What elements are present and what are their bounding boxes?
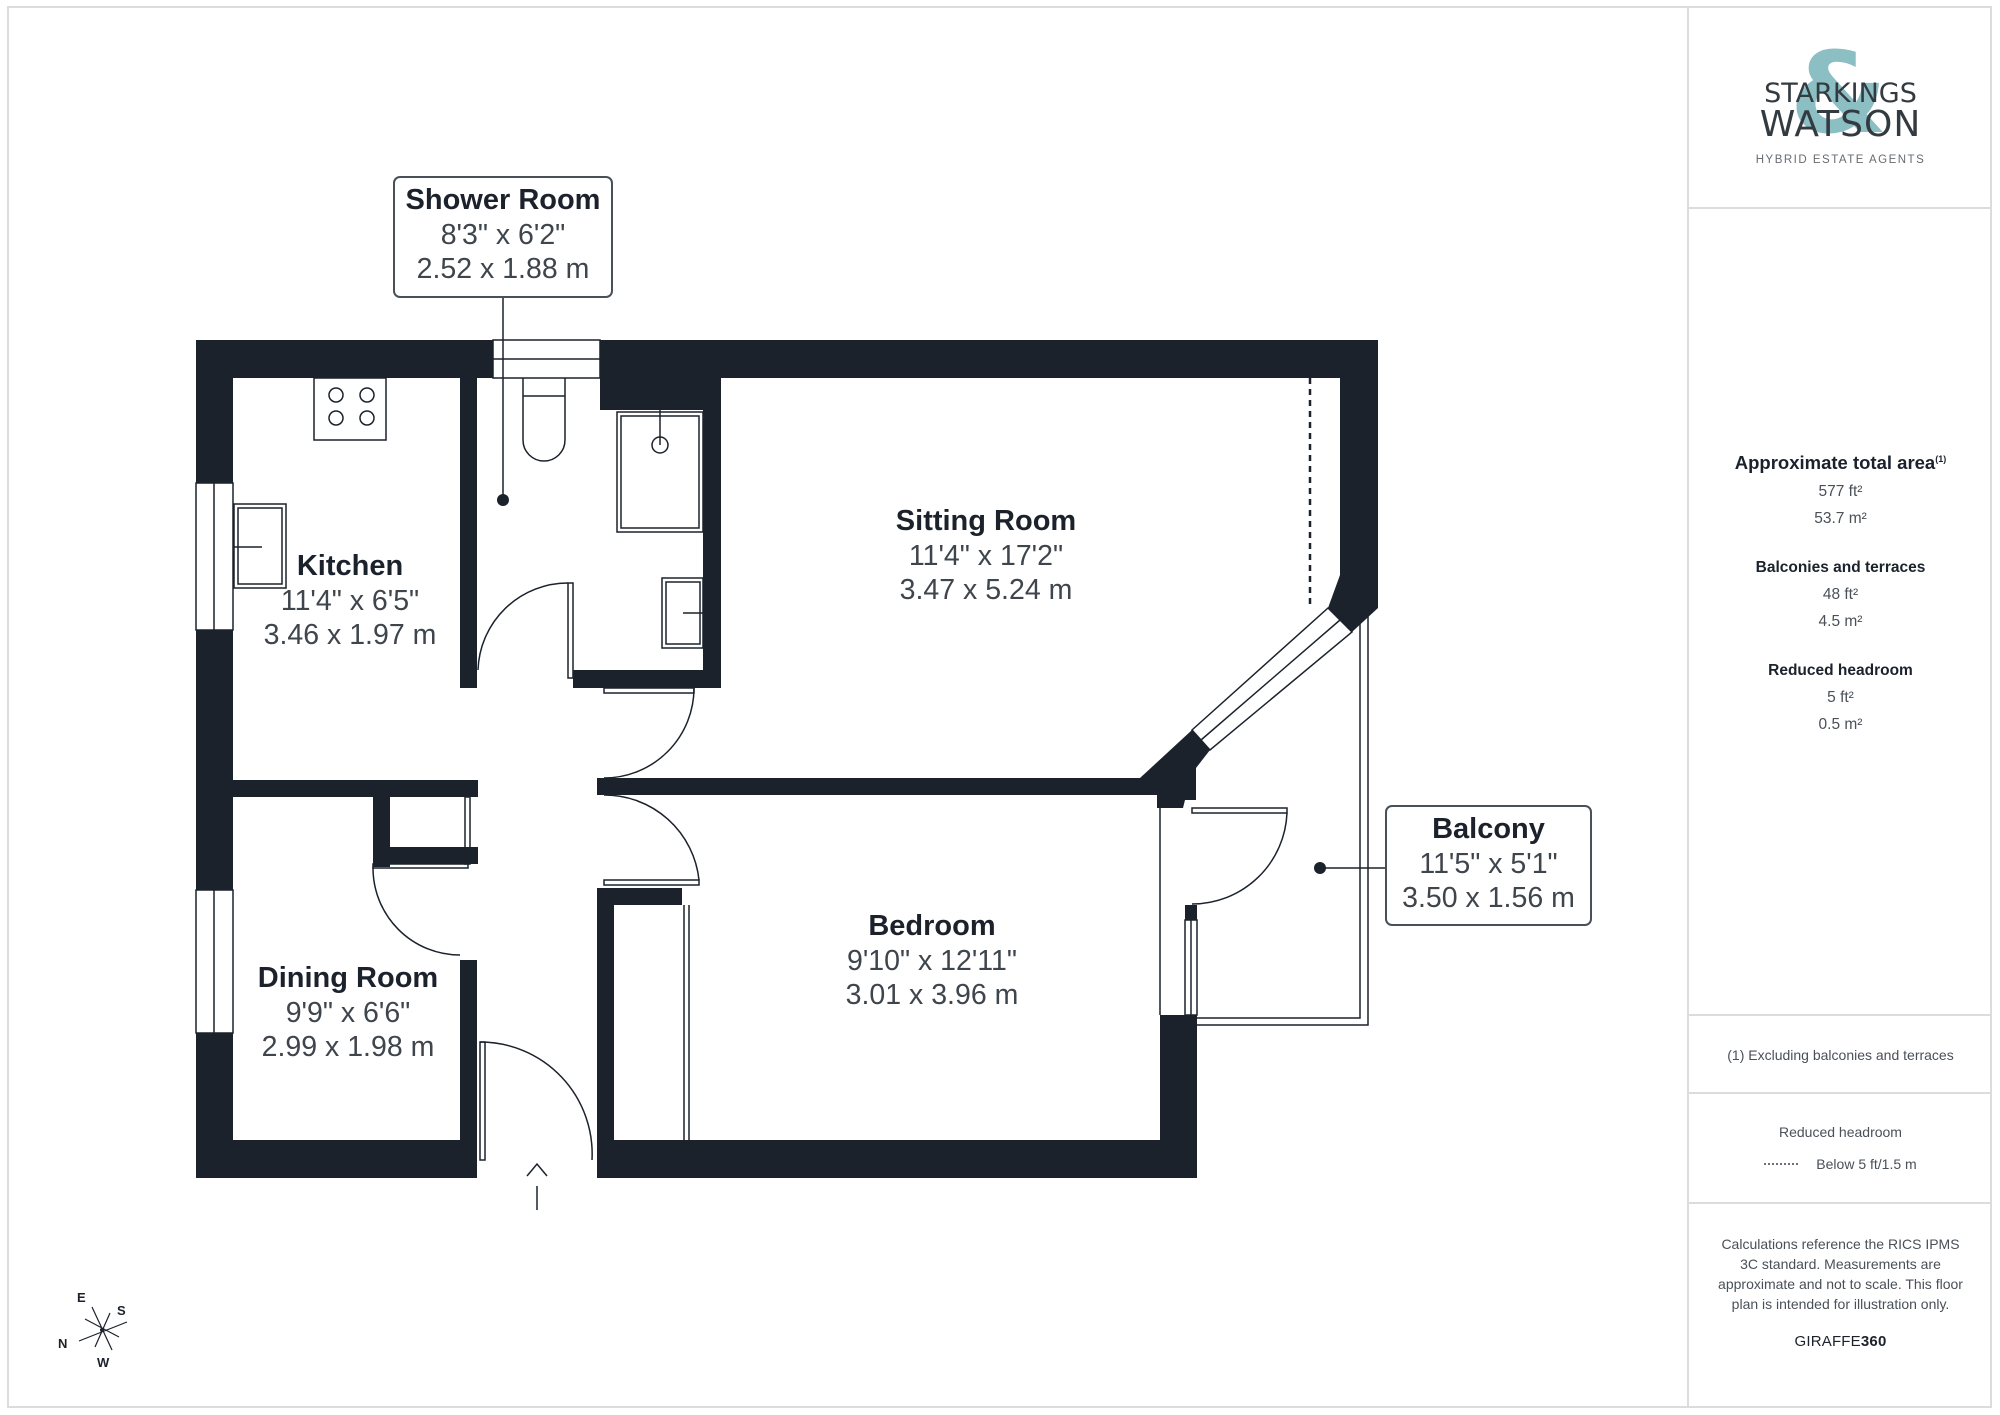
area-summary: Approximate total area(1) 577 ft² 53.7 m… [1689,209,1992,1016]
legend-title: Reduced headroom [1779,1124,1902,1140]
reduced-title: Reduced headroom [1768,662,1913,679]
legend: Reduced headroom Below 5 ft/1.5 m [1689,1094,1992,1204]
giraffe360-logo: GIRAFFE360 [1717,1332,1964,1352]
room-name: Bedroom [868,910,996,942]
callout-dots [497,494,1326,874]
reduced-ft: 5 ft² [1827,689,1854,706]
bedroom-label: Bedroom 9'10" x 12'11" 3.01 x 3.96 m [846,908,1019,1012]
disclaimer-text: Calculations reference the RICS IPMS 3C … [1718,1236,1963,1312]
logo-mark: & STARKINGS WATSON [1756,38,1926,150]
ampersand-icon: & [1789,29,1888,159]
brand-name-line1: STARKINGS [1764,78,1917,109]
room-dim-imperial: 8'3" x 6'2" [440,219,566,251]
room-dim-imperial: 9'9" x 6'6" [285,997,411,1029]
room-dim-metric: 3.46 x 1.97 m [263,619,437,651]
sitting-room-label: Sitting Room 11'4" x 17'2" 3.47 x 5.24 m [896,503,1076,607]
compass-w: W [97,1355,110,1370]
dining-room-label: Dining Room 9'9" x 6'6" 2.99 x 1.98 m [258,960,438,1064]
shower-room-callout: Shower Room 8'3" x 6'2" 2.52 x 1.88 m [393,176,613,298]
footnote-marker: (1) [1935,453,1947,464]
total-area-m: 53.7 m² [1814,510,1867,527]
credit-prefix: GIRAFFE [1794,1333,1861,1350]
dotted-line-icon [1764,1163,1799,1165]
brand-tagline: HYBRID ESTATE AGENTS [1755,154,1926,166]
walls [196,340,1378,1178]
compass-s: S [117,1303,126,1318]
room-name: Dining Room [257,962,439,994]
disclaimer: Calculations reference the RICS IPMS 3C … [1689,1204,1992,1408]
room-dim-metric: 2.52 x 1.88 m [416,253,590,285]
total-area: Approximate total area(1) 577 ft² 53.7 m… [1689,452,1992,528]
total-area-ft: 577 ft² [1818,483,1863,500]
compass-n: N [58,1336,68,1351]
kitchen-label: Kitchen 11'4" x 6'5" 3.46 x 1.97 m [264,548,437,652]
compass-e: E [77,1290,86,1305]
room-dim-metric: 3.47 x 5.24 m [899,574,1073,606]
total-area-title: Approximate total area [1734,452,1936,473]
floor-plan-drawing [195,295,1385,1210]
reduced-m: 0.5 m² [1818,716,1863,733]
reduced-headroom-area: Reduced headroom 5 ft² 0.5 m² [1689,662,1992,734]
brand-name-line2: WATSON [1759,104,1922,145]
compass-icon: E S N W [55,1285,145,1375]
room-dim-metric: 3.01 x 3.96 m [845,979,1019,1011]
balconies-m: 4.5 m² [1818,613,1863,630]
room-name: Sitting Room [895,505,1077,537]
balconies-ft: 48 ft² [1822,586,1859,603]
footnote: (1) Excluding balconies and terraces [1689,1016,1992,1094]
info-sidebar: & STARKINGS WATSON HYBRID ESTATE AGENTS … [1687,6,1992,1408]
floor-plan: Shower Room 8'3" x 6'2" 2.52 x 1.88 m Ba… [55,176,1592,1375]
room-name: Shower Room [405,184,601,216]
brand-logo: & STARKINGS WATSON HYBRID ESTATE AGENTS [1689,6,1992,209]
balconies-area: Balconies and terraces 48 ft² 4.5 m² [1689,559,1992,631]
fixtures-and-lines [195,295,1385,1210]
room-name: Balcony [1432,813,1545,845]
room-dim-imperial: 11'4" x 6'5" [280,585,420,617]
room-dim-metric: 2.99 x 1.98 m [261,1031,435,1063]
room-dim-metric: 3.50 x 1.56 m [1402,882,1575,914]
page-frame [7,6,1992,1408]
room-dim-imperial: 11'5" x 5'1" [1419,848,1558,880]
legend-row: Below 5 ft/1.5 m [1689,1156,1992,1172]
balcony-callout: Balcony 11'5" x 5'1" 3.50 x 1.56 m [1385,805,1592,926]
credit-suffix: 360 [1860,1333,1887,1350]
room-dim-imperial: 11'4" x 17'2" [908,540,1064,572]
room-name: Kitchen [296,550,404,582]
room-dim-imperial: 9'10" x 12'11" [846,945,1018,977]
legend-item-label: Below 5 ft/1.5 m [1816,1156,1917,1172]
balconies-title: Balconies and terraces [1755,559,1926,576]
